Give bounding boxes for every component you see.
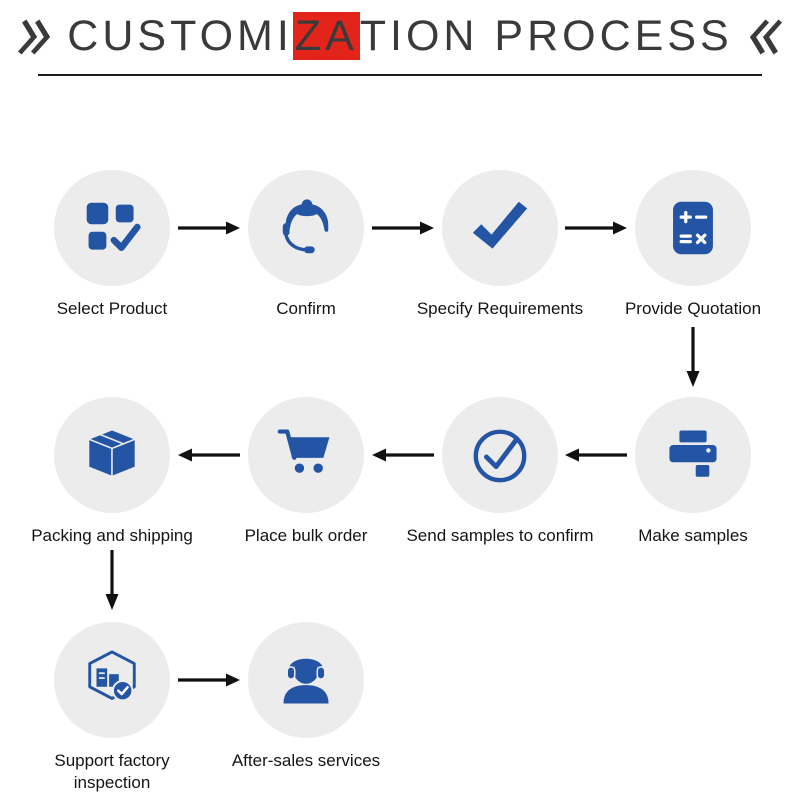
- step-send-samples-to-confirm: Send samples to confirm: [395, 397, 605, 547]
- headset-support-icon: [283, 658, 329, 704]
- arrow-right-icon: [372, 221, 434, 235]
- arrow-left-icon: [372, 448, 434, 462]
- step-circle: [442, 397, 558, 513]
- step-label: Place bulk order: [244, 526, 368, 545]
- shipping-box-icon: [87, 428, 137, 478]
- step-circle: [54, 622, 170, 738]
- product-grid-check-icon: [86, 202, 141, 251]
- step-provide-quotation: Provide Quotation: [588, 170, 798, 320]
- step-label: Packing and shipping: [31, 526, 193, 545]
- step-label: Select Product: [56, 299, 168, 318]
- step-circle: [635, 397, 751, 513]
- title-text-pre: CUSTOMI: [67, 12, 293, 60]
- step-label: Specify Requirements: [416, 299, 584, 318]
- step-label: Confirm: [276, 299, 336, 318]
- step-specify-requirements: Specify Requirements: [395, 170, 605, 320]
- title-text-highlight: ZA: [292, 12, 360, 60]
- arrow-down-icon: [686, 327, 700, 387]
- customer-service-agent-icon: [282, 199, 329, 254]
- printer-icon: [669, 430, 717, 477]
- step-place-bulk-order: Place bulk order: [201, 397, 411, 547]
- step-select-product: Select Product: [7, 170, 217, 320]
- step-label: Provide Quotation: [624, 299, 762, 318]
- step-circle: [54, 170, 170, 286]
- step-circle: [442, 170, 558, 286]
- step-label: Send samples to confirm: [406, 526, 594, 545]
- step-support-factory-inspection: Support factory inspection: [7, 622, 217, 794]
- step-after-sales-services: After-sales services: [201, 622, 411, 772]
- step-circle: [635, 170, 751, 286]
- arrow-left-icon: [178, 448, 240, 462]
- page-header: CUSTOMIZATION PROCESS: [0, 12, 800, 61]
- arrow-right-icon: [565, 221, 627, 235]
- step-label: After-sales services: [231, 751, 381, 770]
- step-confirm: Confirm: [201, 170, 411, 320]
- arrow-down-icon: [105, 550, 119, 610]
- step-make-samples: Make samples: [588, 397, 798, 547]
- calculator-icon: [673, 201, 713, 255]
- double-chevron-left-icon: [749, 19, 782, 54]
- step-circle: [54, 397, 170, 513]
- title-divider: [38, 74, 762, 76]
- arrow-right-icon: [178, 221, 240, 235]
- bold-checkmark-icon: [472, 201, 528, 249]
- page-title: CUSTOMIZATION PROCESS: [67, 12, 732, 61]
- step-circle: [248, 397, 364, 513]
- shopping-cart-icon: [277, 429, 330, 473]
- circle-check-icon: [473, 429, 527, 483]
- step-packing-and-shipping: Packing and shipping: [7, 397, 217, 547]
- step-circle: [248, 622, 364, 738]
- step-label: Support factory inspection: [54, 751, 170, 793]
- factory-inspection-icon: [88, 650, 136, 702]
- step-label: Make samples: [638, 526, 748, 545]
- step-circle: [248, 170, 364, 286]
- title-text-post: TION PROCESS: [359, 12, 733, 60]
- double-chevron-right-icon: [18, 19, 51, 54]
- arrow-right-icon: [178, 673, 240, 687]
- arrow-left-icon: [565, 448, 627, 462]
